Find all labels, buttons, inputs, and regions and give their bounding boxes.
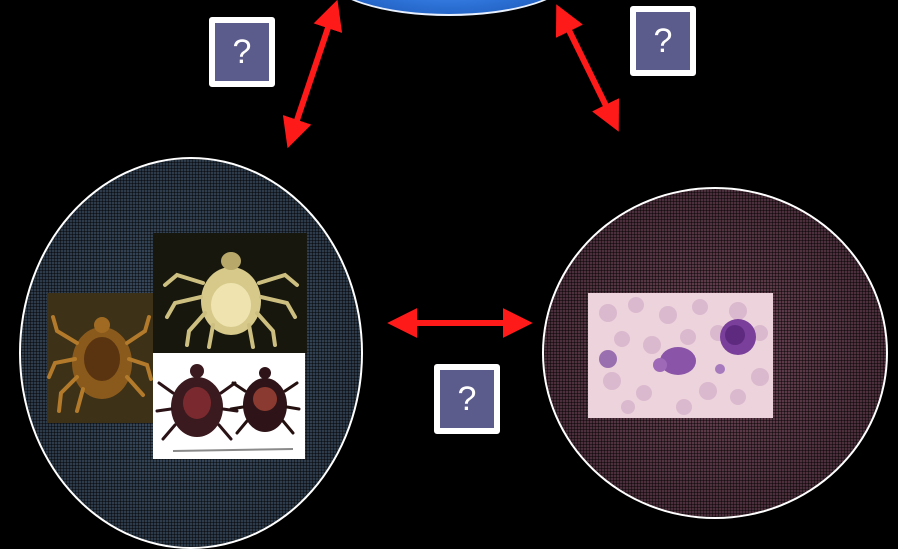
question-box-top-left: ? bbox=[209, 17, 275, 87]
double-arrow-icon bbox=[561, 14, 614, 122]
double-arrow-icon bbox=[291, 10, 334, 138]
question-box-bottom: ? bbox=[434, 364, 500, 434]
question-box-top-right: ? bbox=[630, 6, 696, 76]
